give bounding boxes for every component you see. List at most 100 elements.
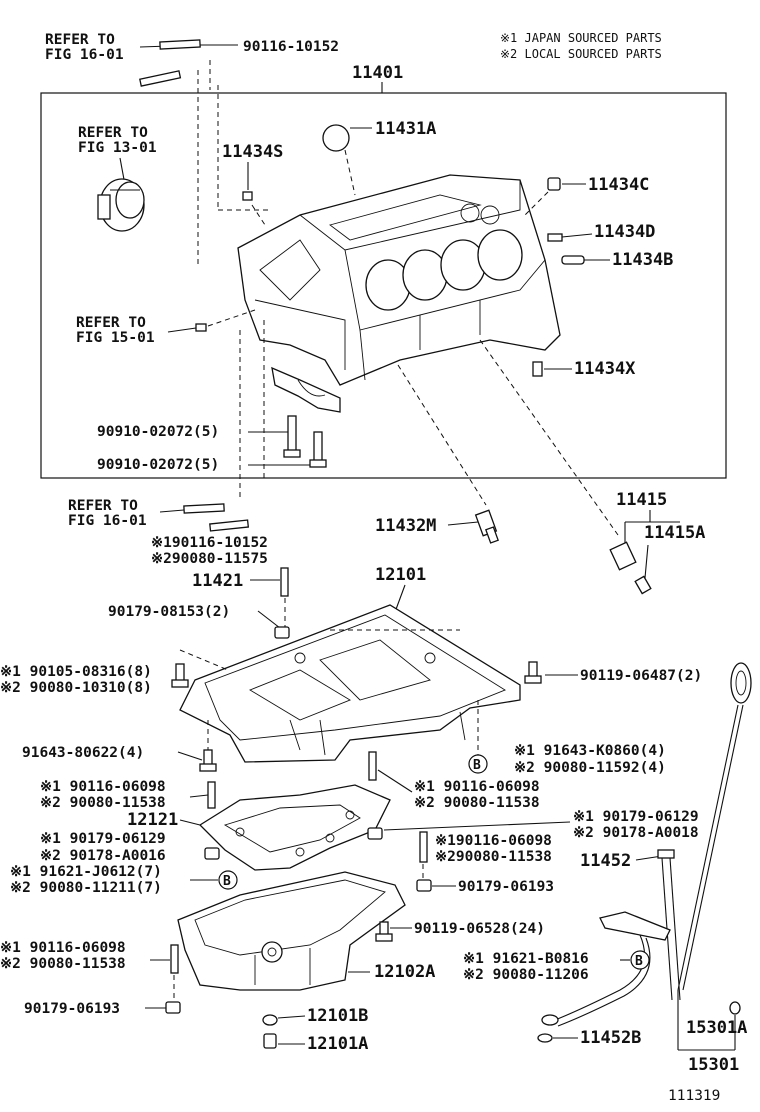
refer-fig13-line1[interactable]: REFER TO (78, 125, 148, 141)
part-s2-90080-11538-mid[interactable]: ※2 90080-11538 (414, 795, 540, 811)
part-s1-90116-06098-mid[interactable]: ※1 90116-06098 (414, 779, 540, 795)
dowel-fig15[interactable] (167, 309, 256, 333)
bolt-90119-06528[interactable] (375, 921, 412, 942)
part-90116-10152-top[interactable]: 90116-10152 (243, 39, 339, 55)
bolt-90910-lower[interactable] (248, 431, 327, 468)
part-12101[interactable]: 12101 (375, 565, 426, 585)
part-11432M[interactable]: 11432M (375, 516, 436, 536)
part-s1-90116-10152[interactable]: ※190116-10152 (151, 535, 268, 551)
stud-90116-06098-left[interactable] (189, 781, 216, 809)
dipstick-15301[interactable] (677, 662, 752, 991)
part-s2-90080-11592[interactable]: ※2 90080-11592(4) (514, 760, 666, 776)
nut-90179-06129-right[interactable] (367, 821, 571, 840)
part-s2-90080-11538-bottom[interactable]: ※2 90080-11538 (0, 956, 126, 972)
bolt-90119-06487[interactable] (524, 661, 578, 684)
part-90179-08153[interactable]: 90179-08153(2) (108, 604, 230, 620)
refer-bot-line2[interactable]: FIG 16-01 (68, 513, 147, 529)
part-11434X[interactable]: 11434X (574, 359, 636, 379)
part-11452[interactable]: 11452 (580, 851, 631, 871)
dipstick-guide-11452[interactable] (554, 849, 681, 1027)
part-s2-90080-10310[interactable]: ※2 90080-10310(8) (0, 680, 152, 696)
part-15301[interactable]: 15301 (688, 1055, 739, 1075)
part-12101B[interactable]: 12101B (307, 1006, 368, 1026)
part-s1-91643-K0860[interactable]: ※1 91643-K0860(4) (514, 743, 666, 759)
part-90179-06193-right[interactable]: 90179-06193 (458, 879, 554, 895)
oil-pan-upper-12101[interactable] (179, 604, 521, 763)
part-90910-02072-a[interactable]: 90910-02072(5) (97, 424, 219, 440)
oil-pan-lower-12102A[interactable] (177, 871, 406, 991)
part-90179-06193-bottom[interactable]: 90179-06193 (24, 1001, 120, 1017)
part-s1-90116-06098-bottom[interactable]: ※1 90116-06098 (0, 940, 126, 956)
part-11452B[interactable]: 11452B (580, 1028, 641, 1048)
stud-90116-06098-bottom[interactable] (150, 944, 179, 1000)
part-s2-90080-11538-center[interactable]: ※290080-11538 (435, 849, 552, 865)
part-11434D[interactable]: 11434D (594, 222, 655, 242)
part-11434C[interactable]: 11434C (588, 175, 649, 195)
callout-b-3[interactable]: B (630, 950, 650, 970)
part-s2-90080-11538-left[interactable]: ※2 90080-11538 (40, 795, 166, 811)
part-91643-80622[interactable]: 91643-80622(4) (22, 745, 144, 761)
bolt-90105[interactable] (171, 663, 189, 688)
part-11434B[interactable]: 11434B (612, 250, 673, 270)
part-11415[interactable]: 11415 (616, 490, 667, 510)
pin-11434D[interactable] (547, 233, 593, 242)
part-s1-90105-08316[interactable]: ※1 90105-08316(8) (0, 664, 152, 680)
o-ring-15301A[interactable] (729, 1001, 741, 1050)
pin-11434X[interactable] (532, 361, 572, 377)
part-90119-06487[interactable]: 90119-06487(2) (580, 668, 702, 684)
stud-bolt-bottom[interactable] (159, 503, 250, 532)
part-s1-91621-B0816[interactable]: ※1 91621-B0816 (463, 951, 589, 967)
part-12121[interactable]: 12121 (127, 810, 178, 830)
part-s2-90080-11206[interactable]: ※2 90080-11206 (463, 967, 589, 983)
stud-bolt-top[interactable] (139, 39, 238, 90)
oil-pump-component[interactable] (97, 157, 145, 232)
part-12101A[interactable]: 12101A (307, 1034, 368, 1054)
part-11415A[interactable]: 11415A (644, 523, 705, 543)
refer-top-line2[interactable]: FIG 16-01 (45, 47, 124, 63)
part-s1-91621-J0612[interactable]: ※1 91621-J0612(7) (10, 864, 162, 880)
cylinder-block[interactable] (237, 174, 561, 386)
part-s2-90178-A0016-left[interactable]: ※2 90178-A0016 (40, 848, 166, 864)
o-ring-11452B[interactable] (537, 1014, 578, 1043)
nut-90179-06193-right[interactable] (416, 879, 456, 892)
drain-plug-12101A[interactable] (263, 1033, 305, 1049)
stud-90116-06098-mid[interactable] (368, 751, 413, 793)
refer-bot-line1[interactable]: REFER TO (68, 498, 138, 514)
pin-11434B[interactable] (561, 255, 610, 265)
bolt-90910-upper[interactable] (248, 415, 301, 458)
refer-top-line1[interactable]: REFER TO (45, 32, 115, 48)
part-s1-90116-06098-left[interactable]: ※1 90116-06098 (40, 779, 166, 795)
part-11434S[interactable]: 11434S (222, 142, 283, 162)
part-11431A[interactable]: 11431A (375, 119, 436, 139)
part-s2-90178-A0018-right[interactable]: ※2 90178-A0018 (573, 825, 699, 841)
pin-11434C[interactable] (524, 177, 586, 216)
part-s2-90080-11575[interactable]: ※290080-11575 (151, 551, 268, 567)
part-12102A[interactable]: 12102A (374, 962, 435, 982)
part-90119-06528[interactable]: 90119-06528(24) (414, 921, 545, 937)
refer-fig15-line1[interactable]: REFER TO (76, 315, 146, 331)
nut-90179-06193-bottom[interactable] (145, 1001, 181, 1014)
stud-90116-06098-center[interactable] (419, 831, 428, 880)
part-s1-90179-06129-left[interactable]: ※1 90179-06129 (40, 831, 166, 847)
callout-b-2[interactable]: B (218, 870, 238, 890)
callout-b-1[interactable]: B (468, 754, 488, 774)
part-s1-90116-06098-center[interactable]: ※190116-06098 (435, 833, 552, 849)
gasket-12101B[interactable] (262, 1014, 306, 1026)
part-15301A[interactable]: 15301A (686, 1018, 747, 1038)
drain-cock-11415[interactable] (609, 510, 680, 595)
sensor-11432M[interactable] (447, 509, 499, 544)
main-bearing-cap[interactable] (271, 366, 341, 413)
refer-fig13-line2[interactable]: FIG 13-01 (78, 140, 157, 156)
refer-fig15-line2[interactable]: FIG 15-01 (76, 330, 155, 346)
part-s1-90179-06129-right[interactable]: ※1 90179-06129 (573, 809, 699, 825)
stud-11421[interactable] (250, 567, 289, 630)
part-s2-90080-11211[interactable]: ※2 90080-11211(7) (10, 880, 162, 896)
part-11421[interactable]: 11421 (192, 571, 243, 591)
nut-90179-08153[interactable] (257, 610, 290, 639)
part-90910-02072-b[interactable]: 90910-02072(5) (97, 457, 219, 473)
nut-90179-06129-left[interactable] (204, 847, 220, 860)
oil-baffle-12121[interactable] (198, 784, 391, 871)
part-11401[interactable]: 11401 (352, 63, 403, 83)
pin-11434S[interactable] (242, 162, 266, 226)
expansion-plug-11431A[interactable] (322, 124, 372, 196)
